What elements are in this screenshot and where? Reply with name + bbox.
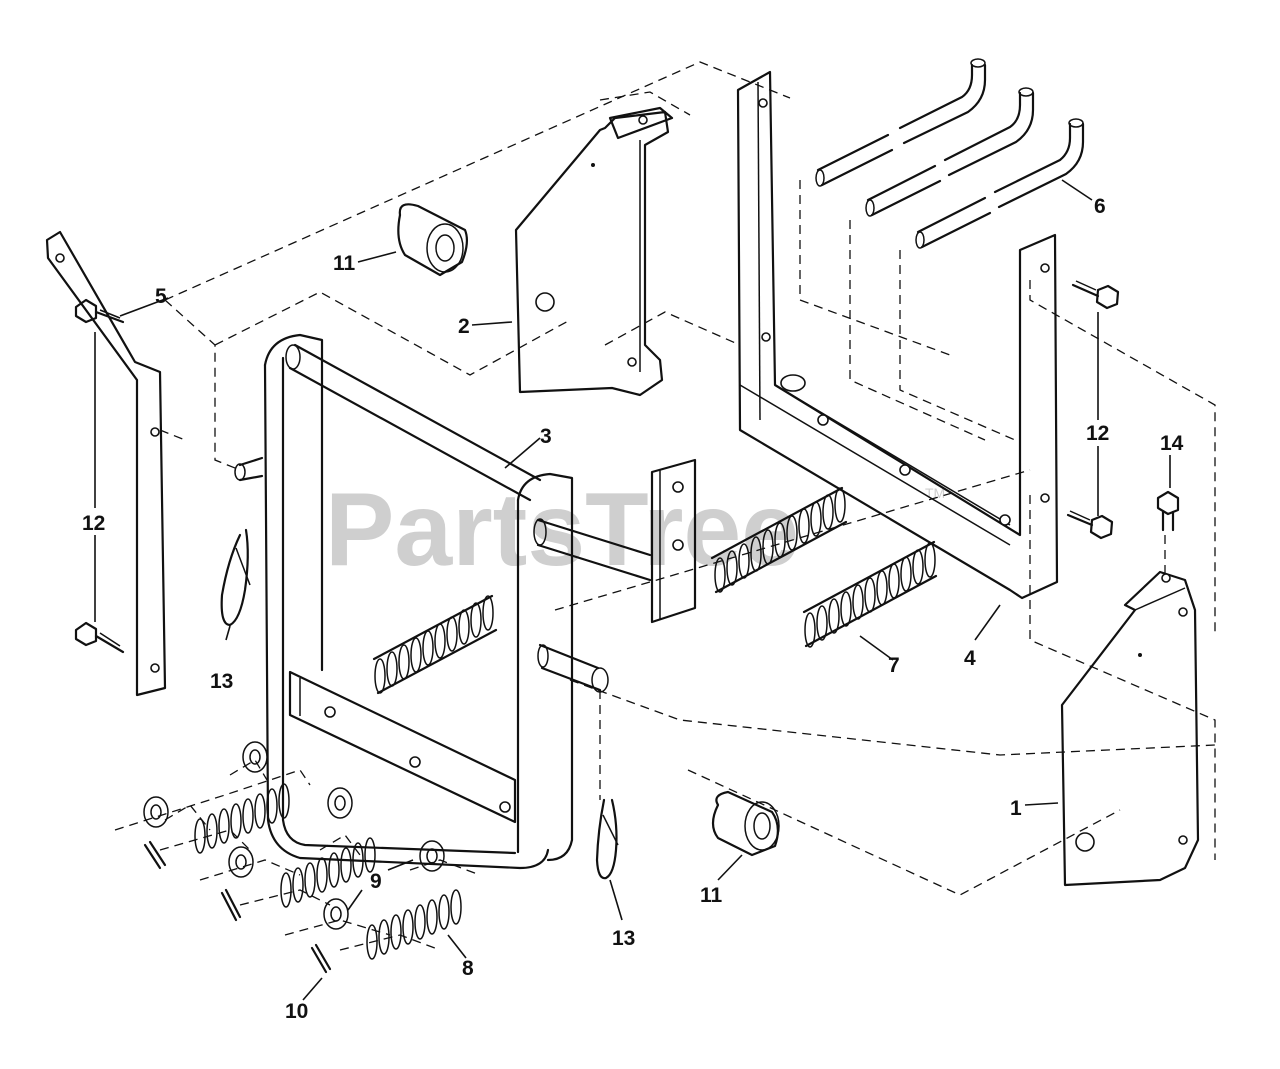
callout-12-right: 12 [1086, 422, 1109, 445]
part-13-hair-pins [220, 528, 619, 880]
callout-1: 1 [1010, 797, 1022, 820]
part-3-main-frame [234, 333, 652, 870]
part-4-u-bracket [736, 70, 1059, 600]
callout-3: 3 [540, 425, 552, 448]
part-12-bolts-left [74, 298, 125, 654]
spacer-plate [650, 458, 697, 624]
part-12-bolts-right [1066, 280, 1120, 540]
part-1-right-bracket [1060, 570, 1200, 887]
callout-2: 2 [458, 315, 470, 338]
callout-7: 7 [888, 654, 900, 677]
part-11-bushings [397, 203, 780, 857]
callout-9: 9 [370, 870, 382, 893]
callout-6: 6 [1094, 195, 1106, 218]
part-8-springs [194, 783, 462, 960]
watermark-text: PartsTree [325, 472, 799, 588]
watermark: PartsTree TM [325, 472, 945, 588]
callout-11-lower: 11 [700, 884, 723, 907]
callout-5: 5 [155, 285, 167, 308]
part-14-bolt [1156, 490, 1180, 532]
callout-12-left: 12 [82, 512, 105, 535]
callout-10: 10 [285, 1000, 308, 1023]
spring-upper-middle [710, 486, 848, 594]
spring-left-frame [372, 594, 498, 695]
part-9-washers [143, 741, 445, 930]
callout-11-upper: 11 [333, 252, 356, 275]
leader-lines [94, 179, 1171, 1001]
part-5-left-bracket [45, 230, 167, 697]
callout-8: 8 [462, 957, 474, 980]
callout-labels: 1 2 3 4 5 6 7 8 9 10 11 11 12 12 13 13 1… [82, 195, 1184, 1023]
callout-13-left: 13 [210, 670, 233, 693]
part-10-cotter-pins [143, 840, 332, 974]
part-7-spring [802, 540, 938, 648]
part-2-upper-bracket [514, 106, 674, 397]
callout-13-right: 13 [612, 927, 635, 950]
callout-4: 4 [964, 647, 976, 670]
callout-14: 14 [1160, 432, 1184, 455]
part-6-l-pins [815, 58, 1085, 249]
assembly-guide-lines [114, 61, 1216, 951]
